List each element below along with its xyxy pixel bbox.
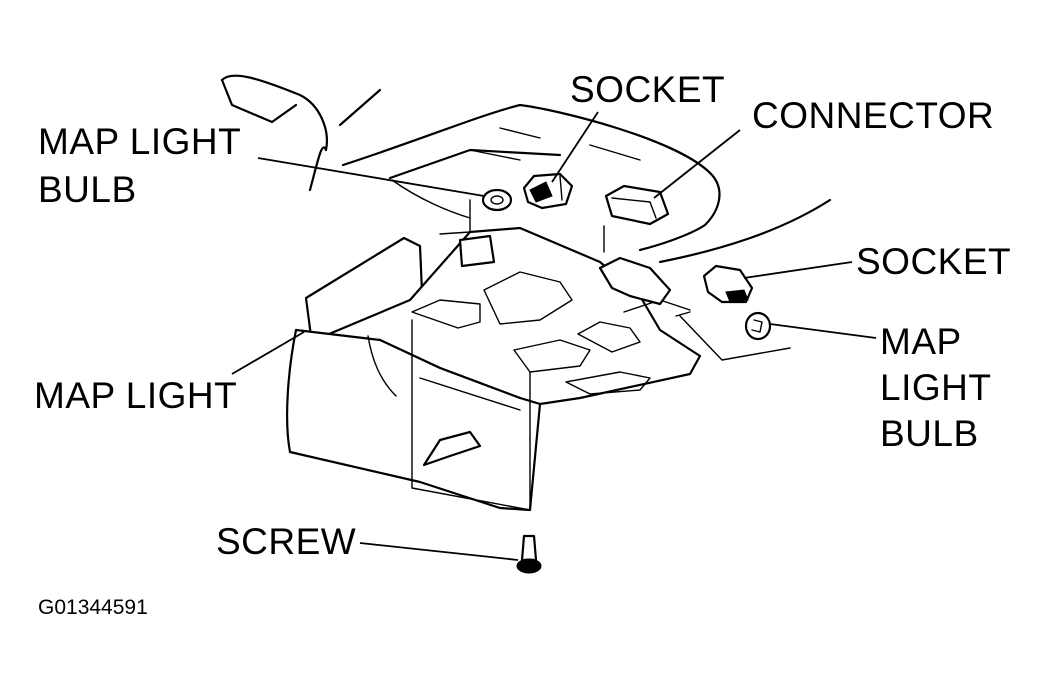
label-screw: SCREW — [216, 521, 357, 562]
connector-part — [604, 184, 670, 226]
label-map-light-bulb-right-line2: LIGHT — [880, 367, 992, 408]
leader-screw — [359, 542, 519, 561]
label-map-light-bulb-right-line3: BULB — [880, 413, 979, 454]
socket-top-part — [522, 172, 574, 210]
socket-right-part — [702, 264, 754, 304]
map-light-bulb-left-part — [481, 188, 513, 212]
leader-socket-top — [551, 111, 599, 183]
label-map-light: MAP LIGHT — [34, 375, 238, 416]
map-light-bulb-right-part — [744, 311, 772, 341]
label-socket-top: SOCKET — [570, 69, 726, 110]
screw-part — [516, 534, 542, 574]
headliner-outline — [220, 74, 832, 264]
leader-socket-right — [743, 261, 853, 279]
figure-code: G01344591 — [38, 596, 148, 619]
screw-guide-lines — [411, 319, 531, 511]
label-connector: CONNECTOR — [752, 95, 995, 136]
leader-map-light-bulb-right — [769, 323, 877, 339]
label-map-light-bulb-left-line2: BULB — [38, 169, 137, 210]
label-socket-right: SOCKET — [856, 241, 1012, 282]
map-light-housing — [286, 199, 791, 512]
leader-map-light-bulb-left — [257, 157, 485, 197]
leader-connector — [653, 129, 741, 199]
label-map-light-bulb-right-line1: MAP — [880, 321, 962, 362]
label-map-light-bulb-left-line1: MAP LIGHT — [38, 121, 242, 162]
leader-lines — [231, 111, 877, 561]
leader-map-light — [231, 331, 305, 375]
